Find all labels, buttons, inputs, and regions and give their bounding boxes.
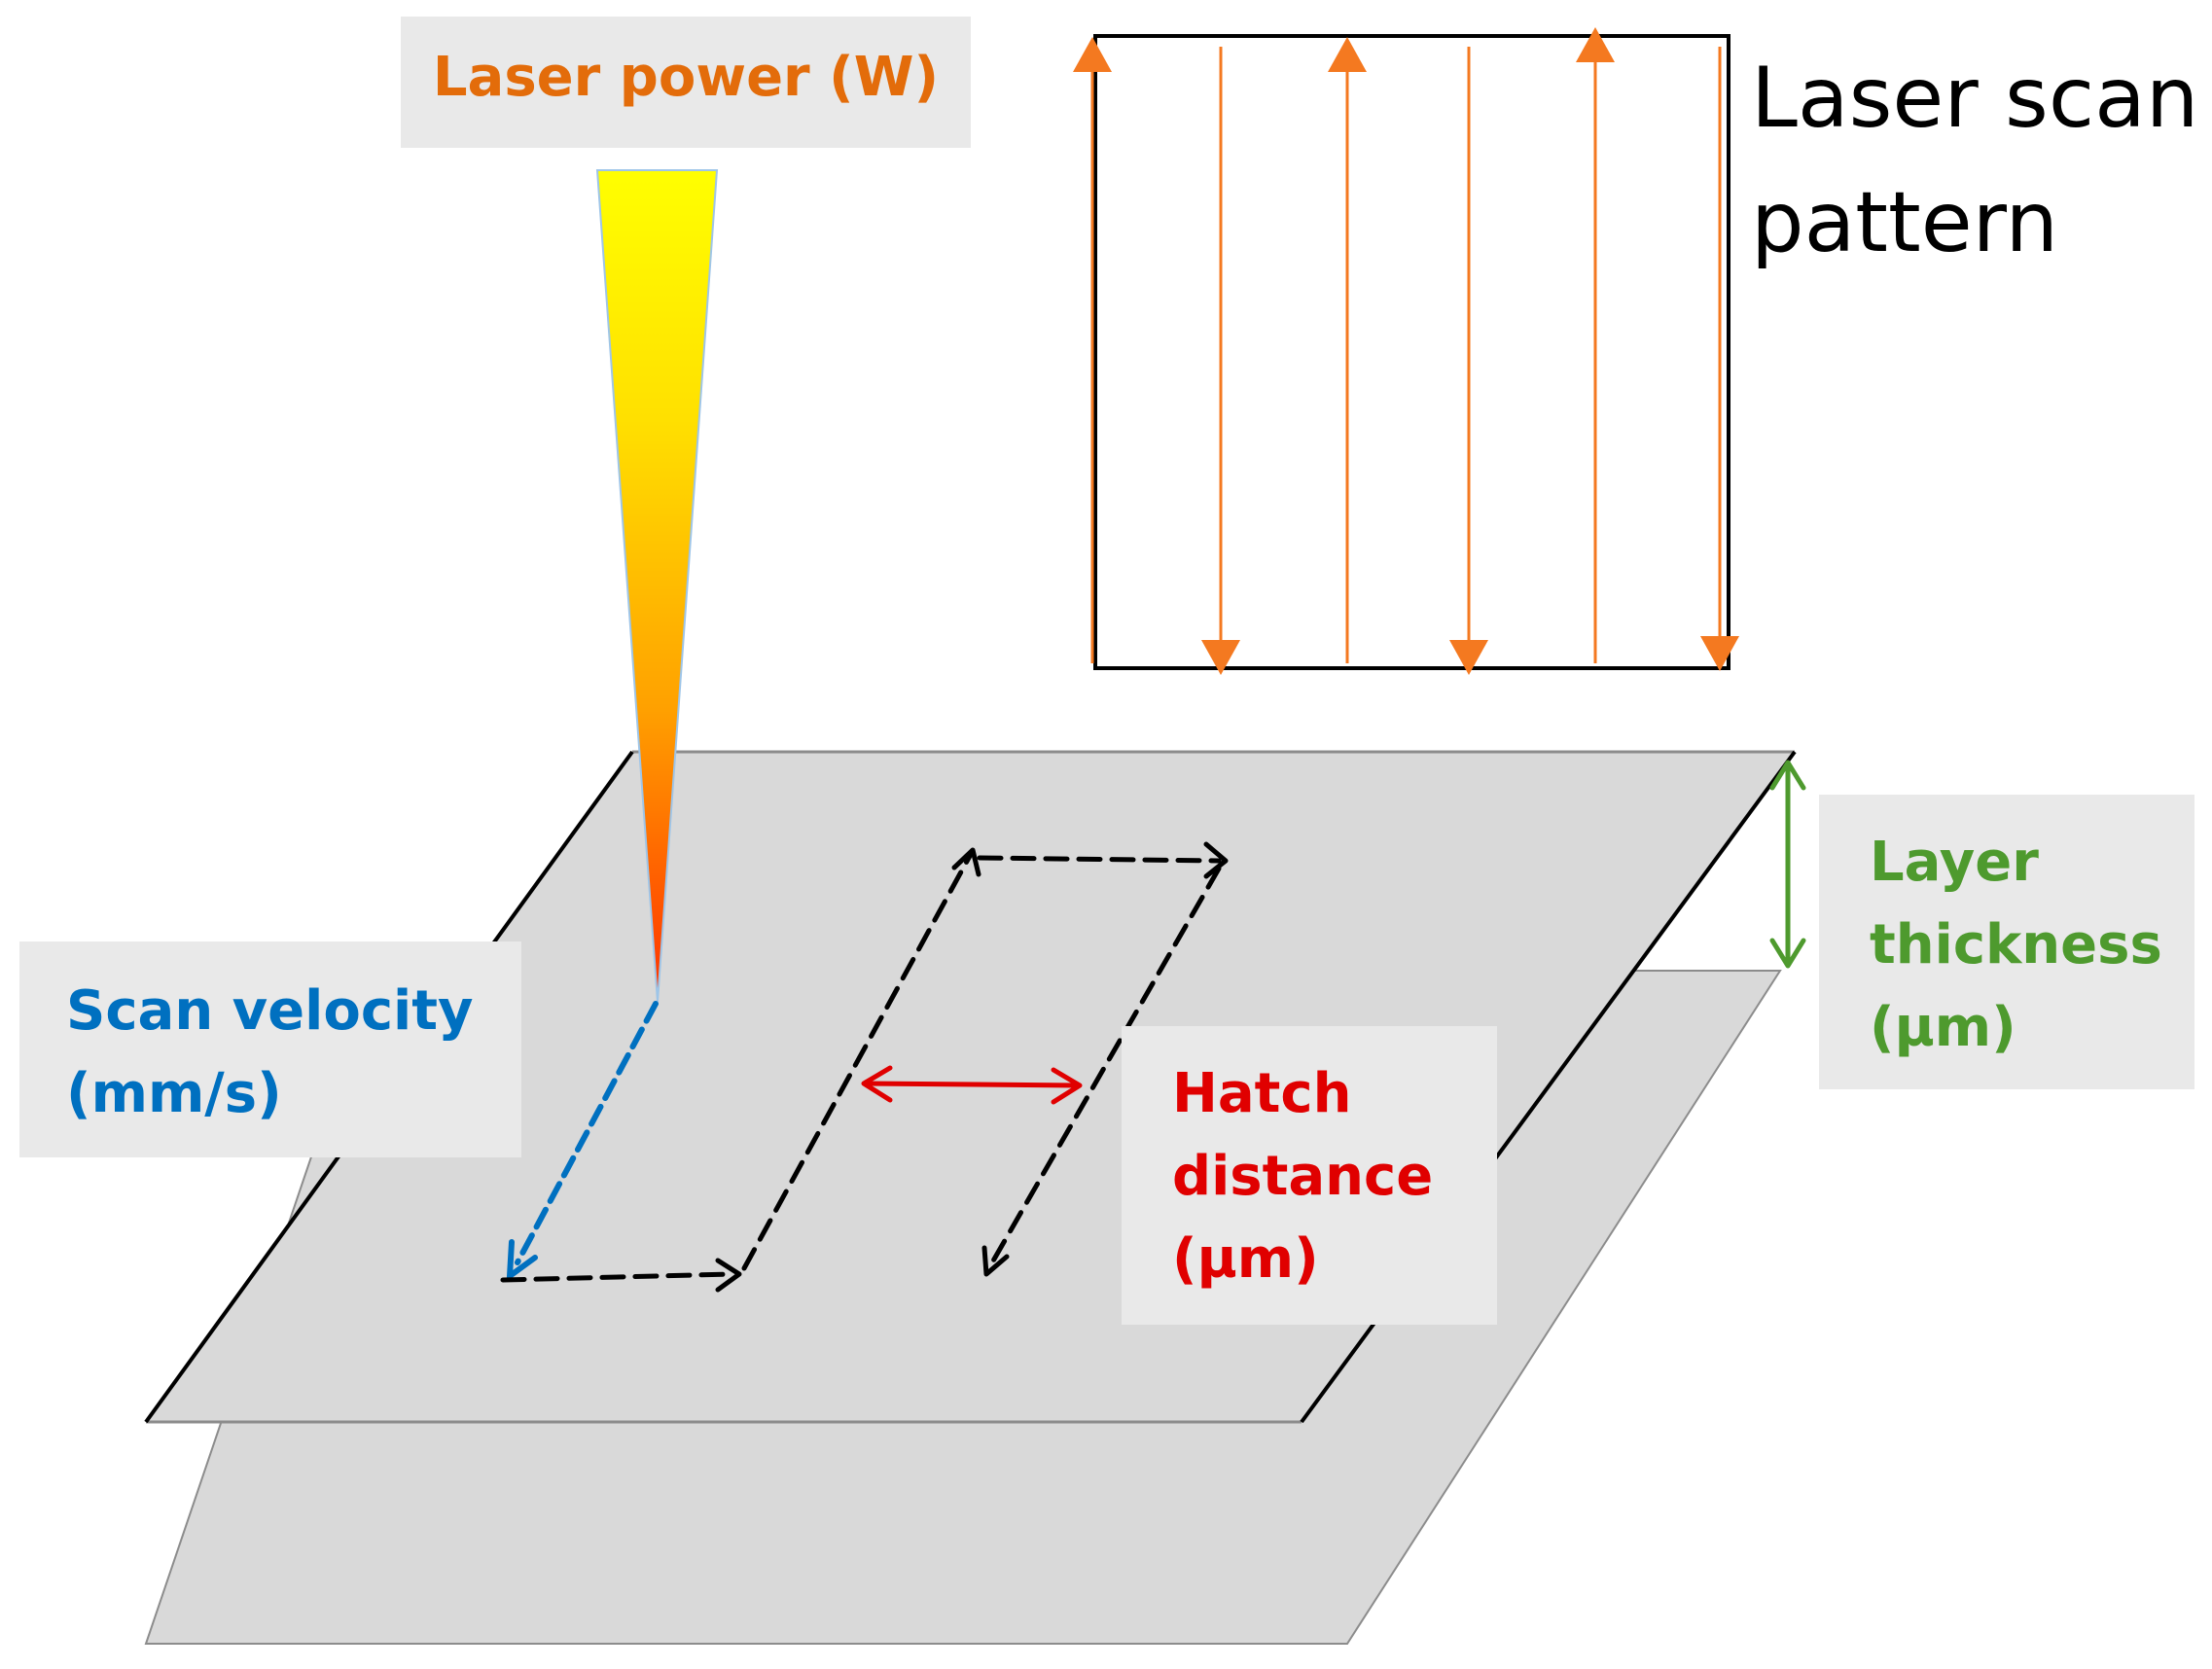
scan-segment-3 (977, 855, 1222, 864)
layer-thickness-label: Layer thickness (µm) (1819, 795, 2194, 1089)
scan-pattern-arrowheads (1073, 27, 1739, 675)
scan-segment-2 (741, 853, 973, 1271)
scan-pattern-title: Laser scan pattern (1751, 50, 2198, 271)
scan-segment-4 (985, 866, 1222, 1272)
svg-text:(µm): (µm) (1870, 996, 2016, 1059)
layer-thickness-arrow (1769, 760, 1806, 969)
scan-pattern-inset (1073, 27, 1739, 675)
svg-text:pattern: pattern (1751, 174, 2058, 271)
arrowhead-2 (951, 847, 981, 877)
hatch-scan-path (500, 841, 1229, 1293)
svg-text:Laser scan: Laser scan (1751, 50, 2198, 147)
hatch-distance-label: Hatch distance (µm) (1122, 1026, 1497, 1325)
svg-text:Hatch: Hatch (1172, 1062, 1352, 1125)
svg-text:Scan velocity: Scan velocity (66, 979, 474, 1043)
arrowhead-3 (1203, 841, 1229, 879)
scan-segment-1 (500, 1271, 734, 1283)
svg-text:(µm): (µm) (1172, 1227, 1319, 1291)
scan-pattern-box (1093, 34, 1730, 670)
svg-text:distance: distance (1172, 1145, 1433, 1208)
scan-velocity-path (506, 1001, 659, 1283)
svg-text:Laser power (W): Laser power (W) (433, 46, 939, 109)
arrowhead-4 (981, 1245, 1010, 1277)
scan-velocity-label: Scan velocity (mm/s) (19, 941, 521, 1157)
arrowhead-1 (715, 1258, 742, 1293)
scan-pattern-lines (1090, 47, 1722, 663)
svg-text:Layer: Layer (1870, 831, 2039, 894)
svg-text:(mm/s): (mm/s) (66, 1062, 282, 1125)
laser-beam (595, 169, 719, 1003)
laser-power-label: Laser power (W) (401, 17, 971, 148)
hatch-distance-arrow (861, 1065, 1083, 1105)
svg-text:thickness: thickness (1870, 913, 2162, 977)
